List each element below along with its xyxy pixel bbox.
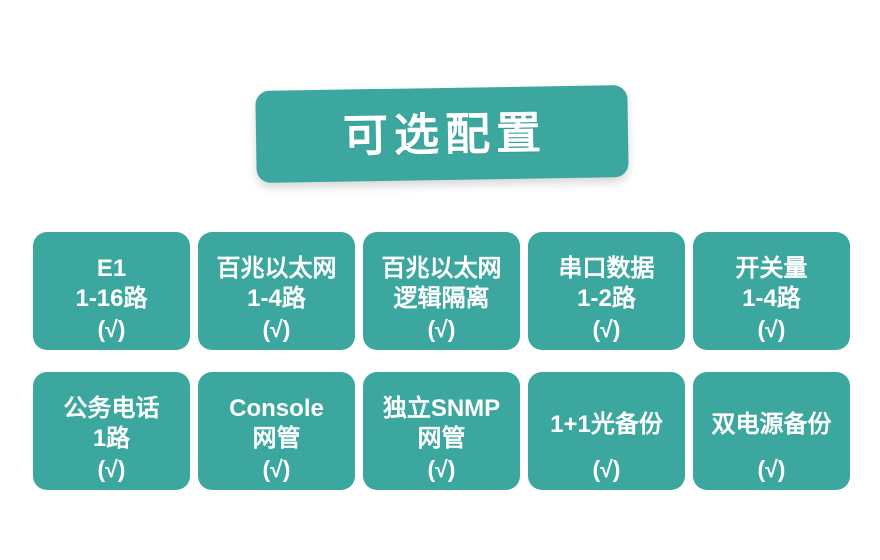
option-card-text: 百兆以太网 1-4路 <box>198 232 355 314</box>
option-card-fast-ethernet-logical-isolation[interactable]: 百兆以太网逻辑隔离(√) <box>363 232 520 350</box>
option-card-text: E1 1-16路 <box>33 232 190 314</box>
option-card-text: 公务电话 1路 <box>33 372 190 454</box>
option-card-line-2: 1-16路 <box>75 285 148 312</box>
page-title: 可选配置 <box>342 106 548 162</box>
option-card-line-1: 1+1光备份 <box>550 411 663 438</box>
option-card-check-mark: (√) <box>427 456 456 482</box>
option-card-line-1: 公务电话 <box>63 395 160 422</box>
option-card-line-1: 百兆以太网 <box>381 255 502 282</box>
option-card-line-2: 网管 <box>252 425 301 452</box>
header-banner-wrapper: 可选配置 <box>255 85 629 184</box>
option-card-serial-data[interactable]: 串口数据 1-2路 (√) <box>528 232 685 350</box>
option-card-check-mark: (√) <box>757 316 786 342</box>
option-card-check-mark: (√) <box>757 456 786 482</box>
header-banner: 可选配置 <box>255 85 629 183</box>
option-card-text: 1+1光备份 <box>528 372 685 440</box>
option-card-line-1: 独立SNMP <box>382 395 501 422</box>
option-card-text: 串口数据 1-2路 <box>528 232 685 314</box>
option-card-switch-quantity[interactable]: 开关量 1-4路 (√) <box>693 232 850 350</box>
option-card-text: 双电源备份 <box>693 372 850 440</box>
option-card-line-1: 串口数据 <box>558 255 655 282</box>
option-card-text: 开关量 1-4路 <box>693 232 850 314</box>
option-card-line-2: 1-4路 <box>247 285 306 312</box>
option-card-line-1: 百兆以太网 <box>216 255 337 282</box>
option-card-check-mark: (√) <box>427 316 456 342</box>
option-card-console-management[interactable]: Console 网管 (√) <box>198 372 355 490</box>
option-card-optical-1plus1-backup[interactable]: 1+1光备份 (√) <box>528 372 685 490</box>
option-card-e1[interactable]: E1 1-16路 (√) <box>33 232 190 350</box>
option-card-row-2: 公务电话 1路 (√) Console 网管 (√) 独立SNMP 网管 (√) 1+1光备份 (√… <box>33 372 850 490</box>
option-card-service-phone[interactable]: 公务电话 1路 (√) <box>33 372 190 490</box>
option-card-check-mark: (√) <box>262 316 291 342</box>
option-card-check-mark: (√) <box>262 456 291 482</box>
option-card-check-mark: (√) <box>97 316 126 342</box>
option-card-line-1: E1 <box>96 255 127 282</box>
option-card-fast-ethernet[interactable]: 百兆以太网 1-4路 (√) <box>198 232 355 350</box>
option-card-text: Console 网管 <box>198 372 355 454</box>
option-card-line-2: 1-2路 <box>577 285 636 312</box>
option-card-line-2: 1路 <box>92 425 131 452</box>
option-card-dual-power-backup[interactable]: 双电源备份 (√) <box>693 372 850 490</box>
option-card-check-mark: (√) <box>592 456 621 482</box>
option-card-line-2: 网管 <box>417 425 466 452</box>
option-card-line-1: Console <box>229 395 324 422</box>
option-card-line-2: 1-4路 <box>742 285 801 312</box>
option-card-text: 百兆以太网逻辑隔离 <box>363 232 520 314</box>
option-card-line-1: 双电源备份 <box>711 411 832 438</box>
option-card-independent-snmp-management[interactable]: 独立SNMP 网管 (√) <box>363 372 520 490</box>
option-card-check-mark: (√) <box>97 456 126 482</box>
option-card-check-mark: (√) <box>592 316 621 342</box>
option-card-line-2: 逻辑隔离 <box>393 285 490 312</box>
option-card-line-1: 开关量 <box>735 255 808 282</box>
option-card-text: 独立SNMP 网管 <box>363 372 520 454</box>
